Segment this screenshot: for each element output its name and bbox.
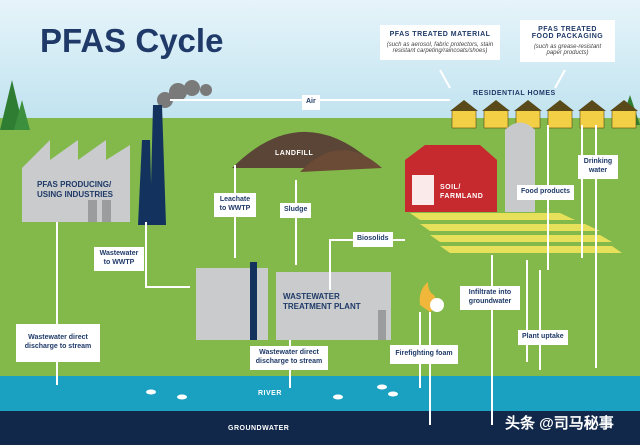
leachate-label: Leachate to WWTP <box>214 193 256 217</box>
drinking-water-label: Drinking water <box>578 155 618 179</box>
residential-homes-label: RESIDENTIAL HOMES <box>473 90 556 97</box>
infiltrate-label: Infiltrate into groundwater <box>460 286 520 310</box>
plant-uptake-label: Plant uptake <box>518 330 568 345</box>
card-desc: (such as aerosol, fabric protectors, sta… <box>386 42 494 54</box>
fish-icon <box>146 384 398 400</box>
landfill-label: LANDFILL <box>275 150 314 157</box>
groundwater-label: GROUNDWATER <box>228 425 290 432</box>
watermark: 头条 @司马秘事 <box>505 415 614 432</box>
card-pfas-material: PFAS TREATED MATERIAL (such as aerosol, … <box>380 25 500 60</box>
card-food-packaging: PFAS TREATED FOOD PACKAGING (such as gre… <box>520 20 615 62</box>
discharge-mid-label: Wastewater direct discharge to stream <box>250 346 328 370</box>
foam-icon <box>430 298 444 312</box>
groundwater-layer <box>0 411 640 445</box>
discharge-left-label: Wastewater direct discharge to stream <box>16 324 100 362</box>
firefighting-foam-label: Firefighting foam <box>390 345 458 364</box>
food-products-label: Food products <box>517 185 574 200</box>
river <box>0 376 640 412</box>
wwtp-icon <box>196 262 391 340</box>
barn-icon <box>405 122 535 212</box>
smoke-icon <box>157 80 212 108</box>
field-icon <box>410 213 622 253</box>
air-label: Air <box>302 95 320 110</box>
tree-icon <box>14 100 30 130</box>
farmland-label: SOIL/ FARMLAND <box>440 184 484 201</box>
factory-icon <box>22 105 166 225</box>
river-label: RIVER <box>258 390 282 397</box>
card-title: PFAS TREATED MATERIAL <box>389 31 491 38</box>
industries-label: PFAS PRODUCING/ USING INDUSTRIES <box>37 180 114 199</box>
wwtp-label: WASTEWATER TREATMENT PLANT <box>283 292 361 311</box>
biosolids-label: Biosolids <box>353 232 393 247</box>
page-title: PFAS Cycle <box>40 22 224 59</box>
sludge-label: Sludge <box>280 203 312 218</box>
wastewater-to-wwtp-label: Wastewater to WWTP <box>94 247 144 271</box>
card-title: PFAS TREATED FOOD PACKAGING <box>531 26 604 40</box>
homes-icon <box>451 109 637 129</box>
card-desc: (such as grease-resistant paper products… <box>533 44 602 56</box>
